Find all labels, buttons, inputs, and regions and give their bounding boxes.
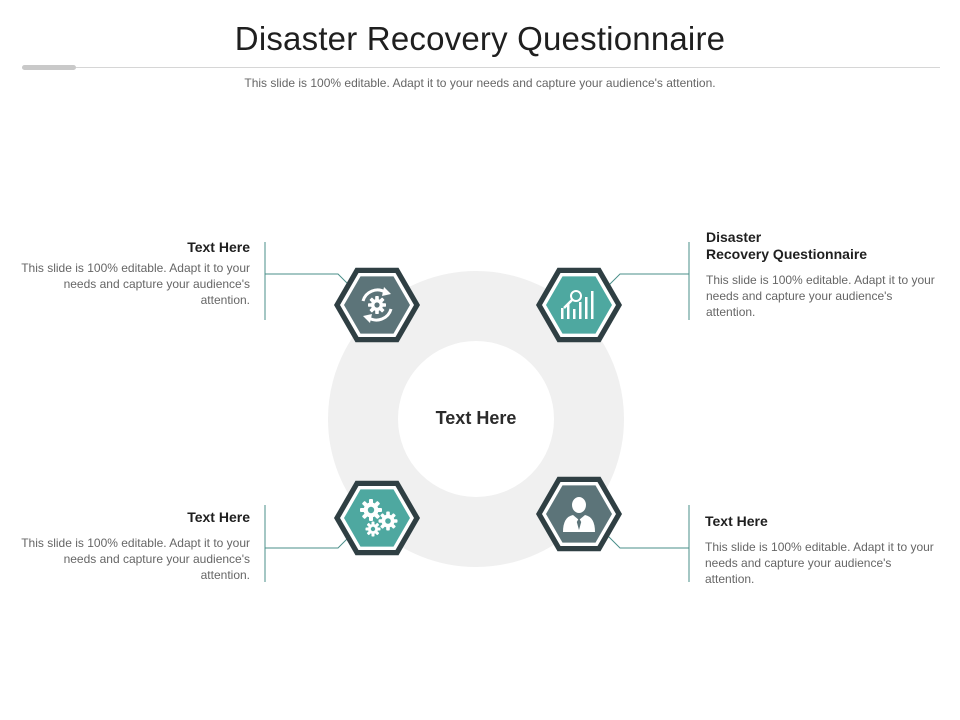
item-bottom-left-heading: Text Here [187,509,250,525]
item-bottom-left: Text Here This slide is 100% editable. A… [20,509,250,583]
item-bottom-right-heading: Text Here [705,513,768,529]
connector-top-left [265,273,351,287]
item-bottom-right: Text Here This slide is 100% editable. A… [705,513,937,587]
item-top-right: Disaster Recovery Questionnaire This sli… [706,229,938,320]
center-label: Text Here [435,408,517,428]
refresh-gear-icon [361,287,393,323]
growth-chart-icon [561,290,594,319]
connector-bottom-left [265,535,351,549]
item-top-right-heading-line2: Recovery Questionnaire [706,246,868,262]
title-divider [22,67,940,68]
item-bottom-right-description: This slide is 100% editable. Adapt it to… [705,540,934,586]
item-top-right-description: This slide is 100% editable. Adapt it to… [706,273,935,319]
center-ring [328,271,624,567]
item-bottom-left-description: This slide is 100% editable. Adapt it to… [21,536,250,582]
slide-subtitle: This slide is 100% editable. Adapt it to… [244,76,716,90]
connector-lines [264,242,690,582]
item-top-left: Text Here This slide is 100% editable. A… [20,239,250,308]
item-top-left-description: This slide is 100% editable. Adapt it to… [21,261,250,307]
title-accent-bar [22,65,76,70]
slide-title: Disaster Recovery Questionnaire [234,20,726,57]
gears-icon [360,499,398,537]
connector-top-right [607,273,689,287]
hexagon-bottom-right [536,476,622,552]
item-top-right-heading-line1: Disaster [706,229,762,245]
connector-bottom-right [607,535,689,549]
hexagon-bottom-left [334,480,420,556]
hexagon-top-right [536,267,622,343]
hexagon-top-left [334,267,420,343]
item-top-left-heading: Text Here [187,239,250,255]
businessman-icon [563,497,595,532]
